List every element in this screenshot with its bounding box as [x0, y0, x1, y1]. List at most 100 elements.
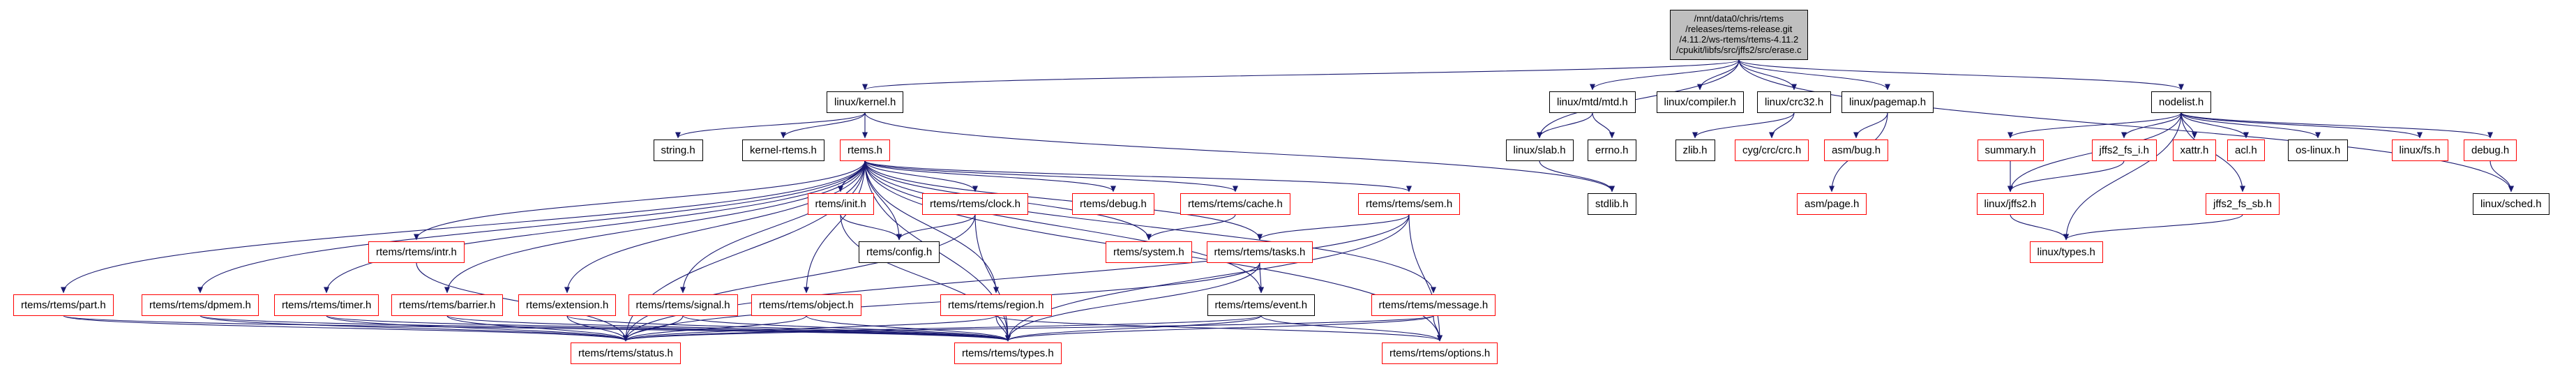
graph-node-summary_h[interactable]: summary.h: [1977, 139, 2044, 161]
graph-node-stdlib_h[interactable]: stdlib.h: [1588, 193, 1636, 215]
graph-edge-rtems_h--rtems_extension_h: [564, 160, 866, 294]
graph-node-rtems_rtems_region_h[interactable]: rtems/rtems/region.h: [940, 294, 1052, 316]
graph-node-linux_compiler_h[interactable]: linux/compiler.h: [1656, 91, 1744, 113]
graph-node-rtems_rtems_object_h[interactable]: rtems/rtems/object.h: [751, 294, 861, 316]
graph-edge-nodelist_h--os_linux_h: [2180, 112, 2321, 139]
graph-edge-rtems_rtems_timer_h--rtems_rtems_status_h: [326, 315, 628, 342]
graph-node-linux_fs_h[interactable]: linux/fs.h: [2391, 139, 2448, 161]
graph-node-rtems_debug_h[interactable]: rtems/debug.h: [1072, 193, 1154, 215]
graph-node-linux_slab_h[interactable]: linux/slab.h: [1505, 139, 1574, 161]
graph-edge-rtems_rtems_sem_h--rtems_rtems_tasks_h: [1257, 214, 1410, 241]
graph-node-debug_h[interactable]: debug.h: [2464, 139, 2517, 161]
graph-edge-jffs2_fs_sb_h--linux_types_h: [2063, 214, 2243, 241]
graph-edge-rtems_rtems_sem_h--rtems_rtems_status_h: [623, 214, 1410, 342]
graph-edge-rtems_init_h--rtems_rtems_types_h: [840, 214, 1011, 342]
graph-node-rtems_system_h[interactable]: rtems/system.h: [1106, 241, 1192, 263]
graph-node-asm_page_h[interactable]: asm/page.h: [1797, 193, 1867, 215]
graph-edge-linux_jffs2_h--linux_types_h: [2010, 214, 2069, 241]
graph-node-rtems_rtems_tasks_h[interactable]: rtems/rtems/tasks.h: [1206, 241, 1313, 263]
graph-node-jffs2_fs_sb_h[interactable]: jffs2_fs_sb.h: [2206, 193, 2280, 215]
graph-node-rtems_rtems_signal_h[interactable]: rtems/rtems/signal.h: [628, 294, 738, 316]
graph-edge-rtems_rtems_message_h--rtems_rtems_status_h: [623, 315, 1434, 342]
graph-edge-rtems_h--rtems_rtems_region_h: [864, 160, 999, 294]
graph-node-nodelist_h[interactable]: nodelist.h: [2151, 91, 2212, 113]
graph-edge-rtems_extension_h--rtems_rtems_status_h: [566, 315, 628, 342]
graph-node-cyg_crc_crc_h[interactable]: cyg/crc/crc.h: [1735, 139, 1809, 161]
graph-edge-rtems_rtems_part_h--rtems_rtems_types_h: [63, 315, 1011, 342]
graph-node-rtems_rtems_timer_h[interactable]: rtems/rtems/timer.h: [274, 294, 379, 316]
graph-edge-rtems_rtems_object_h--rtems_rtems_status_h: [623, 315, 807, 342]
graph-edge-rtems_rtems_sem_h--rtems_rtems_types_h: [1005, 214, 1410, 342]
graph-node-string_h[interactable]: string.h: [653, 139, 703, 161]
graph-node-linux_mtd_mtd_h[interactable]: linux/mtd/mtd.h: [1549, 91, 1636, 113]
graph-node-root: /mnt/data0/chris/rtems/releases/rtems-re…: [1670, 10, 1808, 60]
graph-node-xattr_h[interactable]: xattr.h: [2172, 139, 2217, 161]
graph-node-rtems_rtems_event_h[interactable]: rtems/rtems/event.h: [1207, 294, 1316, 316]
graph-edge-jffs2_fs_i_h--linux_jffs2_h: [2008, 160, 2125, 193]
graph-node-rtems_rtems_clock_h[interactable]: rtems/rtems/clock.h: [922, 193, 1029, 215]
graph-edge-debug_h--linux_sched_h: [2490, 160, 2514, 193]
graph-node-label-line: /cpukit/libfs/src/jffs2/src/erase.c: [1676, 44, 1802, 55]
graph-edge-rtems_h--rtems_rtems_message_h: [864, 160, 1436, 294]
graph-node-rtems_rtems_dpmem_h[interactable]: rtems/rtems/dpmem.h: [142, 294, 259, 316]
graph-edge-rtems_rtems_event_h--rtems_rtems_options_h: [1260, 315, 1443, 342]
graph-node-rtems_rtems_types_h[interactable]: rtems/rtems/types.h: [954, 342, 1062, 364]
graph-node-asm_bug_h[interactable]: asm/bug.h: [1824, 139, 1889, 161]
graph-edge-rtems_h--rtems_rtems_cache_h: [864, 160, 1238, 193]
graph-node-kernel_rtems_h[interactable]: kernel-rtems.h: [742, 139, 824, 161]
graph-node-rtems_rtems_intr_h[interactable]: rtems/rtems/intr.h: [368, 241, 465, 263]
graph-node-rtems_rtems_options_h[interactable]: rtems/rtems/options.h: [1382, 342, 1498, 364]
graph-node-linux_pagemap_h[interactable]: linux/pagemap.h: [1841, 91, 1934, 113]
graph-edge-rtems_rtems_region_h--rtems_rtems_options_h: [995, 315, 1443, 342]
graph-edge-root--linux_sched_h: [1738, 59, 2514, 193]
graph-node-linux_types_h[interactable]: linux/types.h: [2029, 241, 2103, 263]
graph-node-linux_kernel_h[interactable]: linux/kernel.h: [827, 91, 904, 113]
graph-node-rtems_h[interactable]: rtems.h: [840, 139, 891, 161]
graph-node-linux_jffs2_h[interactable]: linux/jffs2.h: [1976, 193, 2044, 215]
graph-node-rtems_init_h[interactable]: rtems/init.h: [807, 193, 874, 215]
graph-node-errno_h[interactable]: errno.h: [1588, 139, 1636, 161]
graph-node-rtems_rtems_part_h[interactable]: rtems/rtems/part.h: [13, 294, 114, 316]
graph-node-rtems_rtems_status_h[interactable]: rtems/rtems/status.h: [571, 342, 681, 364]
graph-edge-rtems_h--rtems_rtems_signal_h: [680, 160, 866, 294]
graph-edge-linux_mtd_mtd_h--linux_slab_h: [1537, 112, 1593, 139]
graph-node-rtems_extension_h[interactable]: rtems/extension.h: [518, 294, 617, 316]
graph-edge-nodelist_h--summary_h: [2008, 112, 2182, 139]
graph-node-rtems_rtems_barrier_h[interactable]: rtems/rtems/barrier.h: [391, 294, 504, 316]
graph-edge-rtems_rtems_dpmem_h--rtems_rtems_types_h: [199, 315, 1011, 342]
graph-node-rtems_rtems_message_h[interactable]: rtems/rtems/message.h: [1371, 294, 1496, 316]
graph-node-rtems_rtems_sem_h[interactable]: rtems/rtems/sem.h: [1358, 193, 1461, 215]
graph-edge-rtems_rtems_barrier_h--rtems_rtems_status_h: [446, 315, 628, 342]
graph-edge-rtems_rtems_sem_h--rtems_rtems_options_h: [1408, 214, 1443, 342]
graph-node-os_linux_h[interactable]: os-linux.h: [2288, 139, 2349, 161]
graph-edge-rtems_extension_h--rtems_rtems_types_h: [566, 315, 1011, 342]
graph-edge-rtems_rtems_clock_h--rtems_config_h: [896, 214, 976, 241]
graph-edge-rtems_h--rtems_rtems_event_h: [864, 160, 1264, 294]
graph-node-jffs2_fs_i_h[interactable]: jffs2_fs_i.h: [2091, 139, 2157, 161]
graph-edge-root--linux_mtd_mtd_h: [1590, 59, 1740, 91]
graph-edge-nodelist_h--linux_types_h: [2063, 112, 2182, 241]
graph-node-rtems_rtems_cache_h[interactable]: rtems/rtems/cache.h: [1180, 193, 1290, 215]
graph-node-rtems_config_h[interactable]: rtems/config.h: [859, 241, 940, 263]
graph-edge-nodelist_h--debug_h: [2180, 112, 2493, 139]
graph-edge-rtems_h--rtems_init_h: [838, 160, 866, 193]
graph-node-acl_h[interactable]: acl.h: [2227, 139, 2265, 161]
graph-edge-nodelist_h--jffs2_fs_i_h: [2121, 112, 2182, 139]
graph-node-linux_sched_h[interactable]: linux/sched.h: [2473, 193, 2549, 215]
graph-edge-rtems_rtems_message_h--rtems_rtems_types_h: [1005, 315, 1434, 342]
graph-edge-linux_kernel_h--string_h: [675, 112, 866, 139]
graph-edge-rtems_rtems_timer_h--rtems_rtems_types_h: [326, 315, 1011, 342]
graph-edge-rtems_rtems_cache_h--rtems_system_h: [1146, 214, 1236, 241]
graph-edge-rtems_rtems_signal_h--rtems_rtems_status_h: [623, 315, 684, 342]
graph-edge-linux_crc32_h--cyg_crc_crc_h: [1769, 112, 1795, 139]
graph-edge-rtems_rtems_signal_h--rtems_rtems_types_h: [682, 315, 1011, 342]
graph-edge-rtems_h--rtems_debug_h: [864, 160, 1116, 193]
graph-node-zlib_h[interactable]: zlib.h: [1675, 139, 1715, 161]
graph-edge-rtems_h--rtems_rtems_intr_h: [414, 160, 866, 241]
graph-node-linux_crc32_h[interactable]: linux/crc32.h: [1757, 91, 1832, 113]
graph-edge-rtems_h--rtems_rtems_part_h: [61, 160, 866, 294]
graph-edge-rtems_rtems_clock_h--rtems_rtems_types_h: [974, 214, 1011, 342]
graph-edge-rtems_h--rtems_rtems_barrier_h: [444, 160, 866, 294]
graph-node-label-line: /mnt/data0/chris/rtems: [1694, 13, 1784, 24]
